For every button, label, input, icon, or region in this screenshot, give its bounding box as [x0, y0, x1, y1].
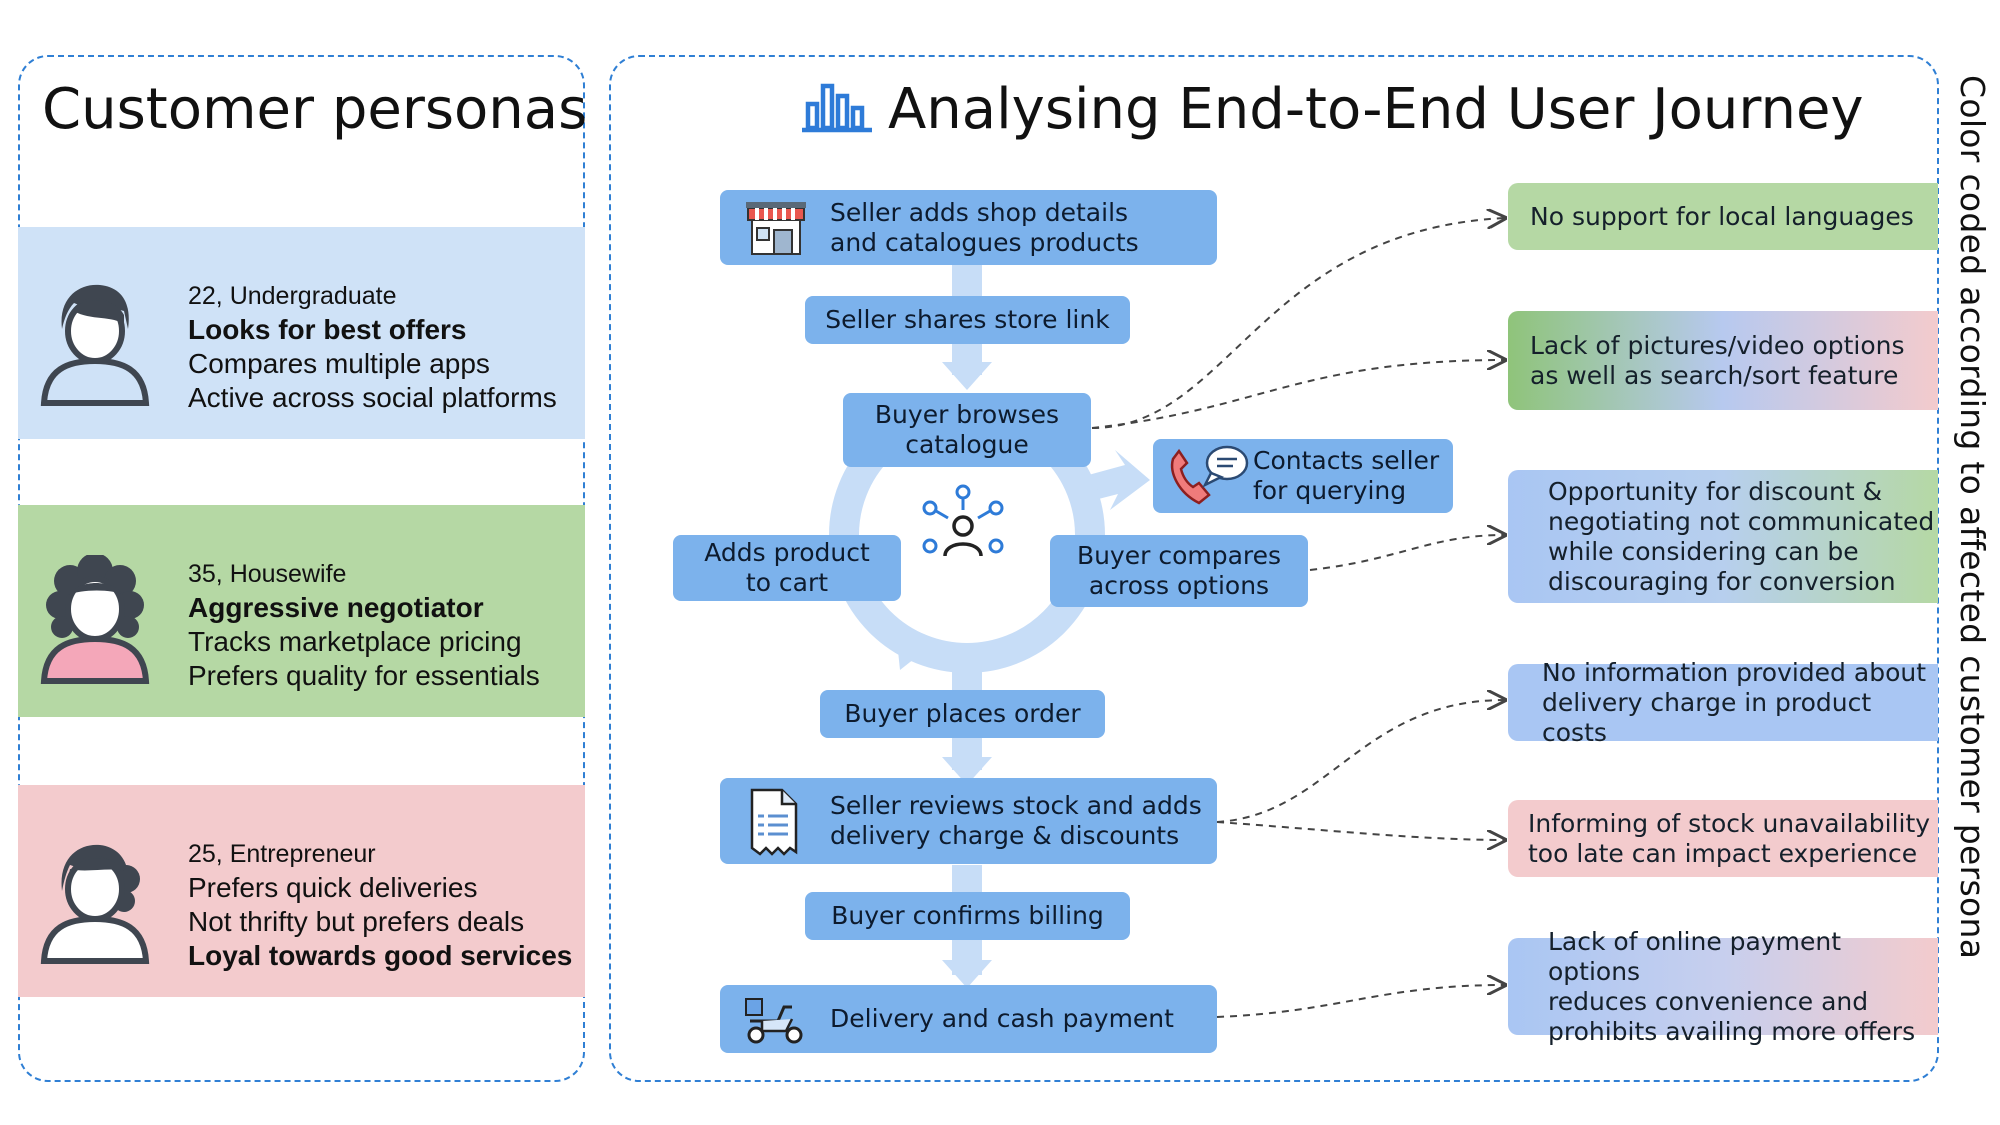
pain-point-text: Opportunity for discount & negotiating n… — [1548, 476, 1935, 596]
step-delivery-payment[interactable]: Delivery and cash payment — [720, 985, 1217, 1053]
persona-intro: 25, Entrepreneur — [188, 840, 376, 868]
step-confirm-billing[interactable]: Buyer confirms billing — [805, 892, 1130, 940]
pain-point-text: Lack of online payment options reduces c… — [1548, 926, 1916, 1046]
pain-point-text: Informing of stock unavailability too la… — [1528, 808, 1931, 868]
persona-intro: 35, Housewife — [188, 560, 347, 588]
persona-trait: Aggressive negotiator — [188, 592, 484, 623]
pain-point-text: No support for local languages — [1530, 201, 1914, 231]
step-label: Delivery and cash payment — [830, 1004, 1174, 1033]
pain-point-discount-negotiation: Opportunity for discount & negotiating n… — [1508, 470, 1938, 603]
persona-trait: Prefers quick deliveries — [188, 872, 478, 903]
personas-title: Customer personas — [42, 77, 588, 142]
step-label: Buyer browses catalogue — [874, 400, 1060, 459]
step-seller-reviews[interactable]: Seller reviews stock and adds delivery c… — [720, 778, 1217, 864]
delivery-scooter-icon — [745, 998, 803, 1044]
persona-trait: Tracks marketplace pricing — [188, 626, 522, 657]
step-label: Seller adds shop details and catalogues … — [830, 197, 1139, 257]
step-share-link[interactable]: Seller shares store link — [805, 296, 1130, 344]
pain-point-online-payment: Lack of online payment options reduces c… — [1508, 927, 1938, 1046]
journey-title: Analysing End-to-End User Journey — [888, 77, 1864, 142]
person-avatar-icon — [40, 844, 150, 964]
storefront-icon — [746, 202, 806, 255]
pain-point-local-languages: No support for local languages — [1508, 183, 1938, 250]
person-avatar-icon — [40, 284, 150, 406]
step-add-to-cart[interactable]: Adds product to cart — [673, 535, 901, 601]
pain-point-media-search: Lack of pictures/video options as well a… — [1508, 311, 1938, 410]
pain-point-stock-unavailability: Informing of stock unavailability too la… — [1508, 800, 1938, 877]
step-label: Seller reviews stock and adds delivery c… — [830, 791, 1202, 850]
network-person-icon — [922, 484, 1004, 557]
persona-trait: Loyal towards good services — [188, 940, 573, 971]
step-label: Adds product to cart — [704, 538, 870, 597]
step-browse-catalogue[interactable]: Buyer browses catalogue — [843, 393, 1091, 467]
step-label: Buyer places order — [844, 699, 1081, 728]
person-avatar-icon — [40, 555, 150, 684]
receipt-icon — [750, 788, 798, 856]
persona-trait: Looks for best offers — [188, 314, 467, 345]
persona-trait: Prefers quality for essentials — [188, 660, 540, 691]
step-label: Contacts seller for querying — [1253, 446, 1440, 505]
step-place-order[interactable]: Buyer places order — [820, 690, 1105, 738]
step-label: Buyer confirms billing — [831, 901, 1104, 930]
step-compare-options[interactable]: Buyer compares across options — [1050, 535, 1308, 607]
step-seller-adds-shop[interactable]: Seller adds shop details and catalogues … — [720, 190, 1217, 265]
step-label: Seller shares store link — [825, 305, 1110, 334]
phone-chat-icon — [1170, 445, 1249, 505]
pain-point-text: No information provided about delivery c… — [1542, 657, 1927, 747]
step-label: Buyer compares across options — [1076, 541, 1282, 600]
step-contact-seller[interactable]: Contacts seller for querying — [1153, 439, 1453, 513]
journey-panel — [609, 55, 1939, 1082]
persona-intro: 22, Undergraduate — [188, 282, 397, 310]
persona-trait: Active across social platforms — [188, 382, 557, 413]
pain-point-text: Lack of pictures/video options as well a… — [1530, 330, 1905, 390]
persona-trait: Compares multiple apps — [188, 348, 490, 379]
color-legend-note: Color coded according to affected custom… — [1953, 75, 1992, 960]
persona-trait: Not thrifty but prefers deals — [188, 906, 525, 937]
pain-point-delivery-charge: No information provided about delivery c… — [1508, 658, 1938, 747]
bar-chart-icon — [802, 83, 872, 133]
